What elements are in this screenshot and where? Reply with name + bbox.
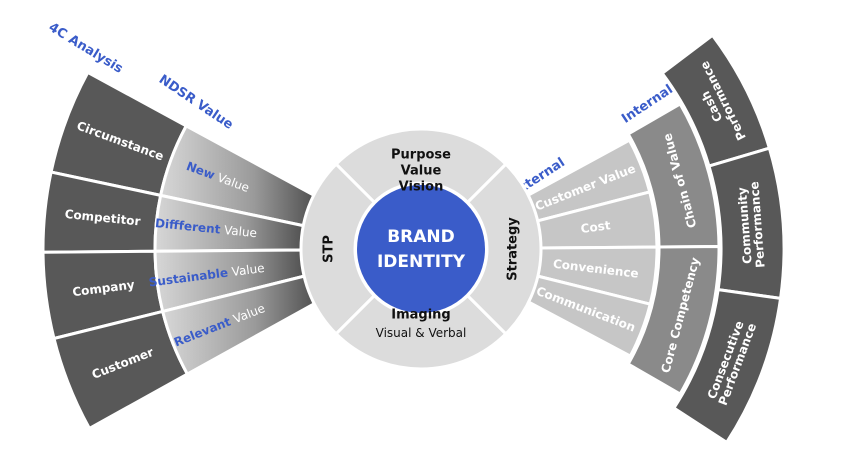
ring-bottom-segment [334, 293, 508, 371]
svg-text:Performance: Performance [747, 181, 767, 268]
ring-right-segment [465, 162, 543, 336]
ring-left-segment [299, 162, 377, 336]
center-title-line1: BRAND [387, 227, 455, 247]
ring-bottom-title: Imaging [391, 308, 450, 323]
ring-right-label: Strategy [506, 217, 521, 281]
center-title-line2: IDENTITY [377, 252, 466, 272]
right-middle-segment-core-competency [626, 244, 721, 397]
left-inner-label-diffferent: Diffferent Value [154, 216, 257, 240]
ring-top-segment [334, 127, 508, 205]
ring-top-label-purpose: Purpose [391, 148, 451, 163]
ring-top-label-value: Value [401, 164, 442, 179]
svg-text:Community: Community [735, 187, 755, 265]
right-outer-segment-consecutive-performance [671, 287, 783, 445]
left-outer-heading: 4C Analysis [46, 20, 126, 77]
brand-identity-circle [357, 185, 485, 313]
ring-bottom-subtitle: Visual & Verbal [376, 326, 467, 340]
right-inner-label-cost: Cost [580, 218, 612, 236]
ring-top-label-vision: Vision [399, 180, 444, 195]
ring-left-label: STP [322, 235, 337, 263]
